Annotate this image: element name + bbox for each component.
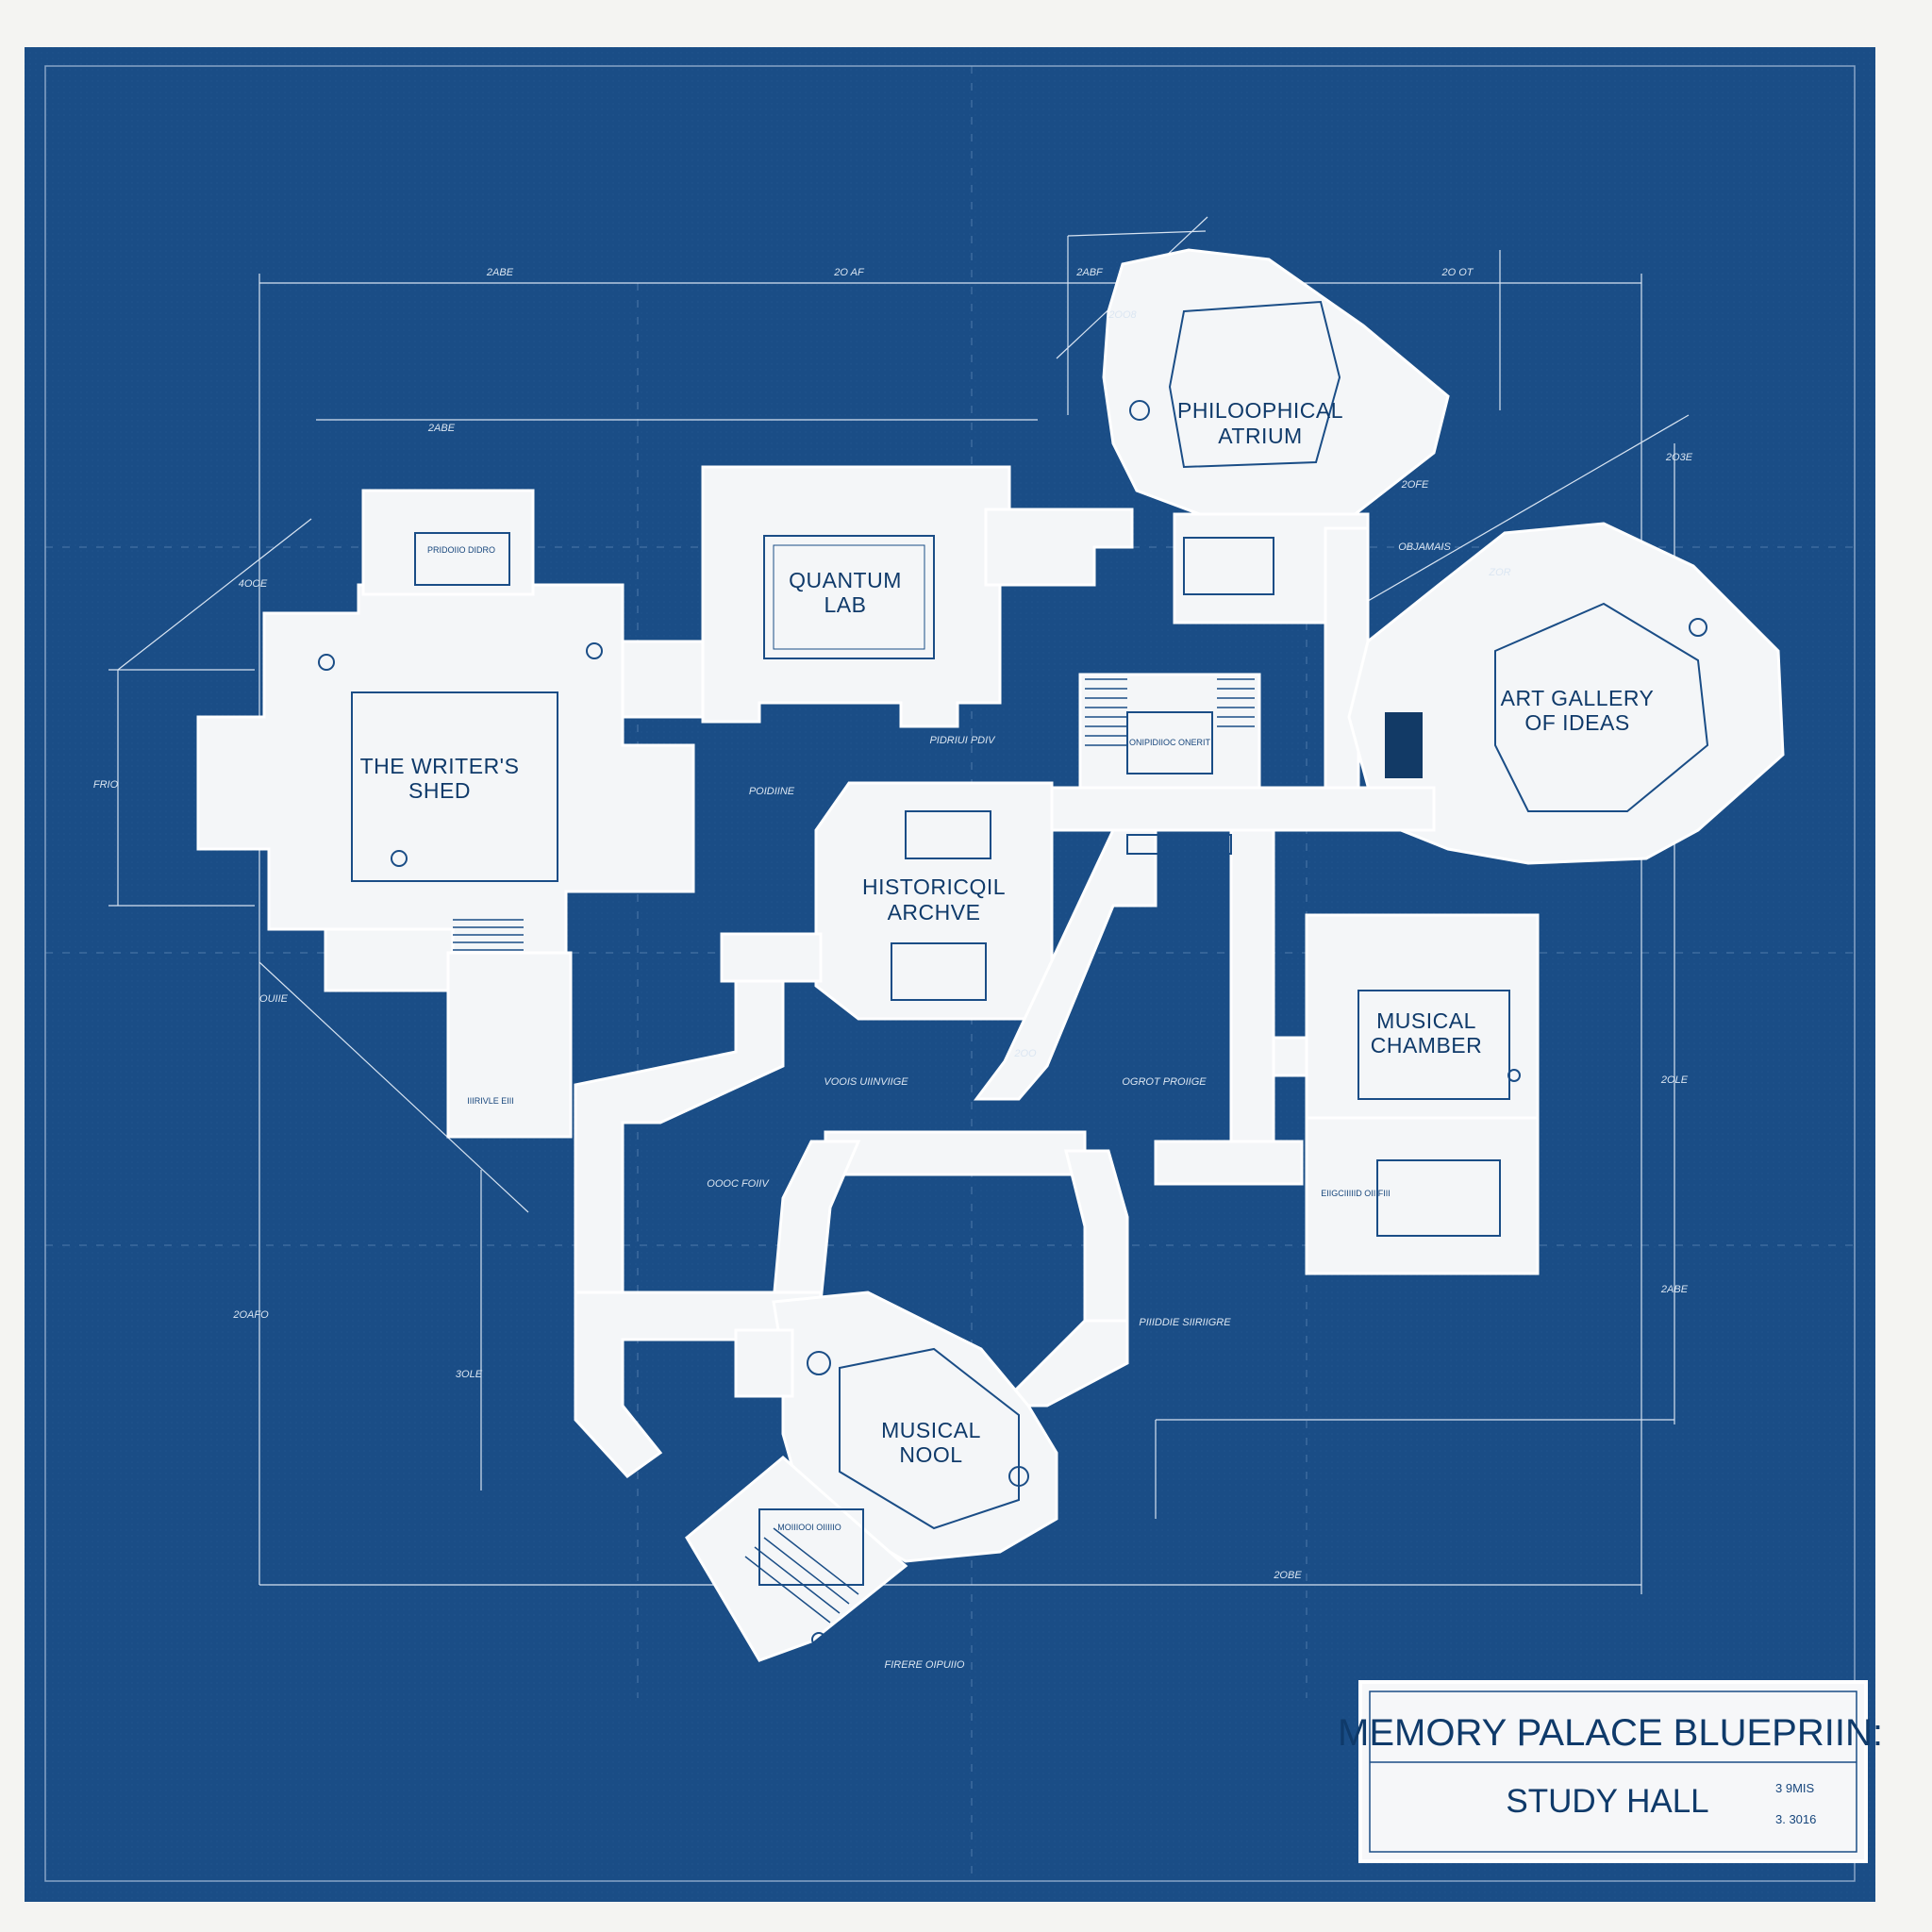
dim-left-diag: OUIIE (259, 993, 289, 1005)
courtyard-label: OOOC FOIIV (707, 1178, 770, 1190)
room-labels: THE WRITER'S SHED QUANTUM LAB PHILOOPHIC… (360, 398, 1655, 1467)
historical-archive-room[interactable] (814, 781, 1054, 1021)
dimension-labels: 2ABE 2O AF 2ABF 2O OT 2ABE 4OOE FRIO OUI… (93, 267, 1693, 1581)
center-note-label: PIDRIUI PDIV (929, 735, 996, 746)
musical-chamber-label-2: CHAMBER (1371, 1033, 1483, 1058)
dim-left-mid: FRIO (93, 779, 119, 791)
dim-gallery-top: ZOR (1488, 567, 1510, 578)
quantum-lab-label-2: LAB (824, 592, 867, 617)
art-gallery-room[interactable] (1347, 522, 1785, 865)
interior-details (351, 300, 1709, 1586)
dim-left-top: 4OOE (239, 578, 268, 590)
title-block-title: MEMORY PALACE BLUEPRIIN: (1338, 1712, 1883, 1754)
quantum-lab-label-1: QUANTUM (789, 568, 902, 592)
mid-loop-corridor (824, 1130, 1087, 1176)
musical-nook-label-2: NOOL (899, 1442, 962, 1467)
dim-upper-mid: 2ABE (427, 423, 456, 434)
musical-chamber-annex (1305, 1116, 1540, 1275)
writers-shed-label-1: THE WRITER'S (360, 754, 520, 778)
title-block: MEMORY PALACE BLUEPRIIN: STUDY HALL 3 9M… (1338, 1680, 1883, 1863)
writers-inner-room-label: PRIDOIIO DIDRO (427, 545, 495, 555)
entrance-label: FIRERE OIPUIIO (885, 1659, 965, 1671)
south-corridor-east-label: OGROT PROIIGE (1122, 1076, 1207, 1088)
dim-top-4: 2O OT (1441, 267, 1474, 278)
nook-stair-label: MOIIIOOI OIIIIIO (777, 1523, 841, 1532)
west-corridor-label: POIDIINE (749, 786, 795, 797)
historical-archive-label-1: HISTORICQIL (862, 874, 1006, 899)
diagonal-corridor (974, 828, 1158, 1101)
writers-shed-label-2: SHED (408, 778, 471, 803)
musical-nook-room[interactable] (772, 1291, 1058, 1563)
lower-annex-label: PIIIDDIE SIIRIIGRE (1139, 1317, 1231, 1328)
writers-shed-service-wing (446, 951, 573, 1139)
main-hall-corridor (1031, 786, 1436, 832)
west-winding-corridor (574, 979, 785, 1304)
nook-stair-wing (685, 1456, 908, 1662)
small-labels: PRIDOIIO DIDRO ONIPIDIIOC ONERIT POIDIIN… (427, 541, 1451, 1671)
chamber-annex-label: EIIGCIIIIID OIIIFIII (1321, 1189, 1391, 1198)
philosophical-atrium-label-1: PHILOOPHICAL (1177, 398, 1343, 423)
dim-left-lower: 2OAFO (232, 1309, 269, 1321)
stair-landing-label: ONIPIDIIOC ONERIT (1129, 738, 1211, 747)
title-block-code-2: 3. 3016 (1775, 1812, 1816, 1826)
philosophical-atrium-label-2: ATRIUM (1218, 424, 1302, 448)
dim-stair-note: 2OO (1013, 1048, 1037, 1059)
nook-west-wing (734, 1328, 794, 1398)
dim-right-mid: 2OLE (1660, 1074, 1689, 1086)
dim-left-inner: 3OLE (456, 1369, 483, 1380)
dim-top-1: 2ABE (486, 267, 514, 278)
art-gallery-label-1: ART GALLERY (1501, 686, 1655, 710)
title-block-subtitle: STUDY HALL (1506, 1783, 1708, 1820)
dim-top-3: 2ABF (1075, 267, 1104, 278)
title-block-code-1: 3 9MIS (1775, 1781, 1815, 1795)
musical-chamber-label-1: MUSICAL (1376, 1008, 1476, 1033)
dim-top-2: 2O AF (833, 267, 865, 278)
furniture-symbols (318, 400, 1707, 1647)
north-connector (621, 640, 705, 719)
central-corridor (1229, 828, 1275, 1148)
archive-west-connector (720, 932, 823, 983)
musical-nook-label-1: MUSICAL (881, 1418, 981, 1442)
atrium-east-note-label: OBJAMAIS (1398, 541, 1451, 553)
historical-archive-label-2: ARCHVE (888, 900, 981, 924)
dark-fixture (1385, 712, 1423, 778)
chamber-south-link (1154, 1140, 1304, 1186)
central-stair (1078, 673, 1261, 790)
dimension-lines (108, 216, 1690, 1594)
service-room-label: IIIRIVLE EIII (467, 1096, 514, 1106)
atrium-connector (984, 508, 1134, 587)
dim-right-top: 2O3E (1665, 452, 1693, 463)
dim-bottom: 2OBE (1273, 1570, 1302, 1581)
stair-treads (453, 678, 1255, 1624)
dim-atrium-right: 2OFE (1401, 479, 1429, 491)
floor-plan (196, 248, 1785, 1662)
south-corridor-west-label: VOOIS UIINVIIGE (824, 1076, 908, 1088)
dim-atrium-left: 2OO8 (1108, 309, 1137, 321)
writers-shed-south-stair (324, 927, 455, 992)
dim-right-lower: 2ABE (1660, 1284, 1689, 1295)
art-gallery-label-2: OF IDEAS (1524, 710, 1629, 735)
writers-shed-north-wing (361, 489, 535, 596)
